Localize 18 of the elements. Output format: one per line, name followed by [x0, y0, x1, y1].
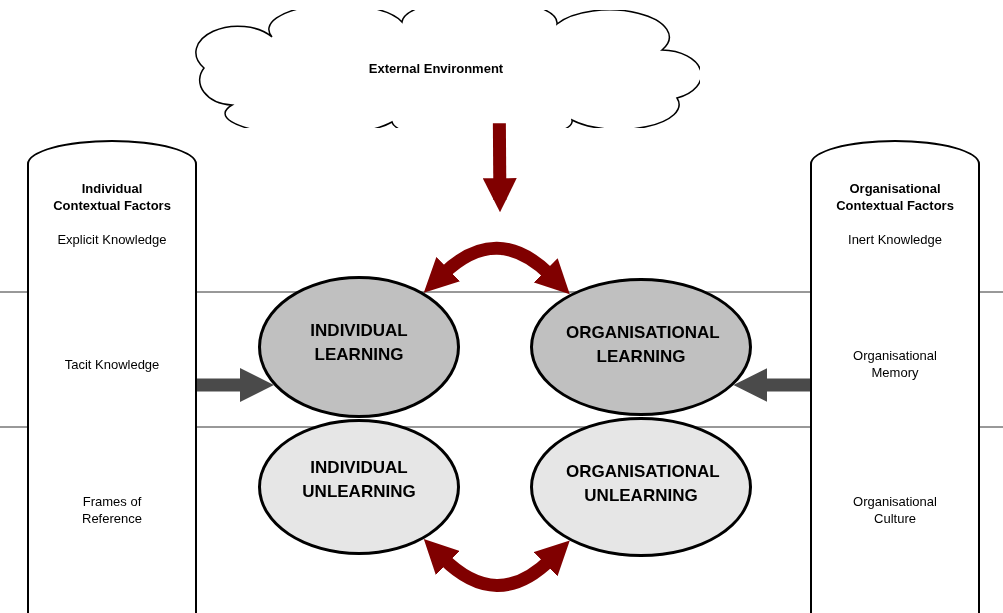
arrow	[733, 368, 810, 402]
cylinder-heading: Individual Contextual Factors	[52, 180, 172, 214]
factor-label: Frames of Reference	[81, 493, 143, 527]
arrow	[482, 123, 517, 213]
ellipse-label: INDIVIDUAL LEARNING	[309, 320, 409, 366]
factor-label: Tacit Knowledge	[63, 355, 161, 373]
factor-label: Organisational Culture	[852, 493, 938, 527]
cylinder	[810, 140, 980, 613]
factor-label: Inert Knowledge	[847, 230, 943, 248]
ellipse-label: INDIVIDUAL UNLEARNING	[301, 457, 417, 503]
cylinder-heading: Organisational Contextual Factors	[835, 180, 955, 214]
arrow	[422, 241, 571, 294]
cloud-label: External Environment	[368, 60, 504, 79]
arrow	[197, 368, 274, 402]
cylinder	[27, 140, 197, 613]
arrow	[423, 539, 571, 592]
factor-label: Explicit Knowledge	[56, 230, 168, 248]
factor-label: Organisational Memory	[852, 347, 938, 381]
